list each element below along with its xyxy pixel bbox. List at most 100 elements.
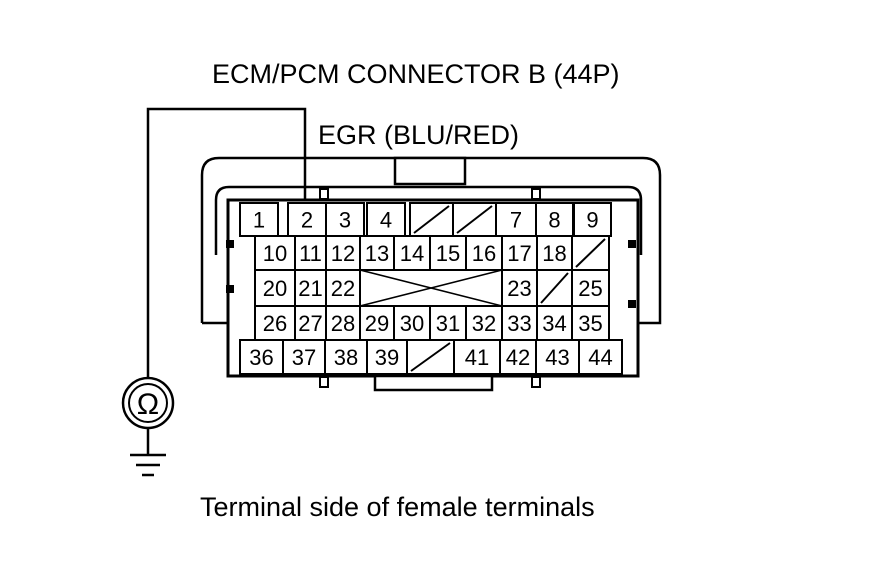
terminal-number: 31 <box>436 311 460 336</box>
terminal-8: 8 <box>535 202 574 237</box>
alignment-tabs <box>319 188 541 388</box>
cavity-outline <box>429 305 467 341</box>
terminal-16: 16 <box>465 235 503 271</box>
unused-mark <box>575 238 606 268</box>
terminal-39: 39 <box>366 339 408 375</box>
terminal-number: 44 <box>588 345 612 370</box>
terminal-number: 41 <box>465 345 489 370</box>
terminal-number: 10 <box>263 241 287 266</box>
cavity-outline <box>287 202 327 237</box>
test-lead-wire <box>146 107 307 382</box>
cavity-outline <box>578 339 623 375</box>
ohmmeter: Ω <box>121 376 175 430</box>
terminal-21: 21 <box>294 269 327 307</box>
terminal-number: 33 <box>507 311 531 336</box>
ground-icon <box>130 428 166 477</box>
cavity-outline <box>535 202 574 237</box>
terminal-number: 15 <box>436 241 460 266</box>
terminal-number: 34 <box>542 311 566 336</box>
terminal-number: 9 <box>586 208 598 233</box>
terminal-number: 27 <box>298 311 322 336</box>
terminal-13: 13 <box>359 235 395 271</box>
terminal-22: 22 <box>325 269 361 307</box>
terminal-number: 25 <box>578 276 602 301</box>
cavity-outline <box>366 339 408 375</box>
terminal-28: 28 <box>325 305 361 341</box>
top-latch <box>393 156 467 186</box>
housing-outer-shell <box>200 156 662 325</box>
cavity-outline <box>359 235 395 271</box>
caption: Terminal side of female terminals <box>200 492 595 522</box>
terminal-4: 4 <box>366 202 406 237</box>
terminal-number: 36 <box>249 345 273 370</box>
terminal-number: 38 <box>334 345 358 370</box>
terminal-2: 2 <box>287 202 327 237</box>
cavity-outline <box>325 305 361 341</box>
blank-cavity <box>406 339 455 375</box>
cavity-outline <box>573 202 612 237</box>
terminal-3: 3 <box>325 202 365 237</box>
terminal-12: 12 <box>325 235 361 271</box>
terminal-7: 7 <box>495 202 537 237</box>
terminal-number: 43 <box>545 345 569 370</box>
terminal-number: 13 <box>365 241 389 266</box>
terminal-number: 7 <box>510 208 522 233</box>
unused-mark <box>413 205 450 234</box>
bottom-key <box>373 374 494 392</box>
terminal-number: 8 <box>548 208 560 233</box>
terminal-25: 25 <box>571 269 610 307</box>
cavity-outline <box>571 305 610 341</box>
cavity-outline <box>325 235 361 271</box>
terminal-20: 20 <box>254 269 296 307</box>
terminal-number: 29 <box>365 311 389 336</box>
terminal-43: 43 <box>535 339 580 375</box>
terminal-23: 23 <box>501 269 538 307</box>
cavity-outline <box>393 305 431 341</box>
terminal-number: 21 <box>298 276 322 301</box>
cavity-outline <box>366 202 406 237</box>
connector-title: ECM/PCM CONNECTOR B (44P) <box>212 59 620 89</box>
ohmmeter-inner-ring <box>128 383 168 423</box>
blank-cavity <box>536 269 573 307</box>
terminal-30: 30 <box>393 305 431 341</box>
terminal-41: 41 <box>453 339 501 375</box>
terminal-9: 9 <box>573 202 612 237</box>
terminal-number: 30 <box>400 311 424 336</box>
terminal-number: 18 <box>542 241 566 266</box>
terminal-17: 17 <box>501 235 538 271</box>
terminal-26: 26 <box>254 305 296 341</box>
cavity-outline <box>453 339 501 375</box>
terminal-44: 44 <box>578 339 623 375</box>
terminal-15: 15 <box>429 235 467 271</box>
cavity-outline <box>254 269 296 307</box>
terminal-number: 35 <box>578 311 602 336</box>
terminal-number: 20 <box>263 276 287 301</box>
terminal-number: 16 <box>472 241 496 266</box>
unused-mark <box>359 269 503 307</box>
terminal-number: 2 <box>301 208 313 233</box>
terminal-number: 4 <box>380 208 392 233</box>
terminal-29: 29 <box>359 305 395 341</box>
blank-cavity <box>452 202 497 237</box>
terminal-number: 32 <box>472 311 496 336</box>
terminal-35: 35 <box>571 305 610 341</box>
blank-cavity <box>409 202 454 237</box>
terminal-number: 17 <box>507 241 531 266</box>
housing-inner-shell <box>214 185 643 255</box>
terminal-14: 14 <box>393 235 431 271</box>
cavity-outline <box>501 235 538 271</box>
terminal-37: 37 <box>282 339 326 375</box>
terminal-number: 11 <box>299 241 322 266</box>
ohm-icon: Ω <box>137 388 159 421</box>
terminal-33: 33 <box>501 305 538 341</box>
cavity-outline <box>294 235 327 271</box>
terminal-number: 28 <box>331 311 355 336</box>
terminal-number: 39 <box>375 345 399 370</box>
blank-cavity <box>571 235 610 271</box>
terminal-number: 42 <box>506 345 530 370</box>
terminal-32: 32 <box>465 305 503 341</box>
terminal-31: 31 <box>429 305 467 341</box>
terminal-10: 10 <box>254 235 296 271</box>
